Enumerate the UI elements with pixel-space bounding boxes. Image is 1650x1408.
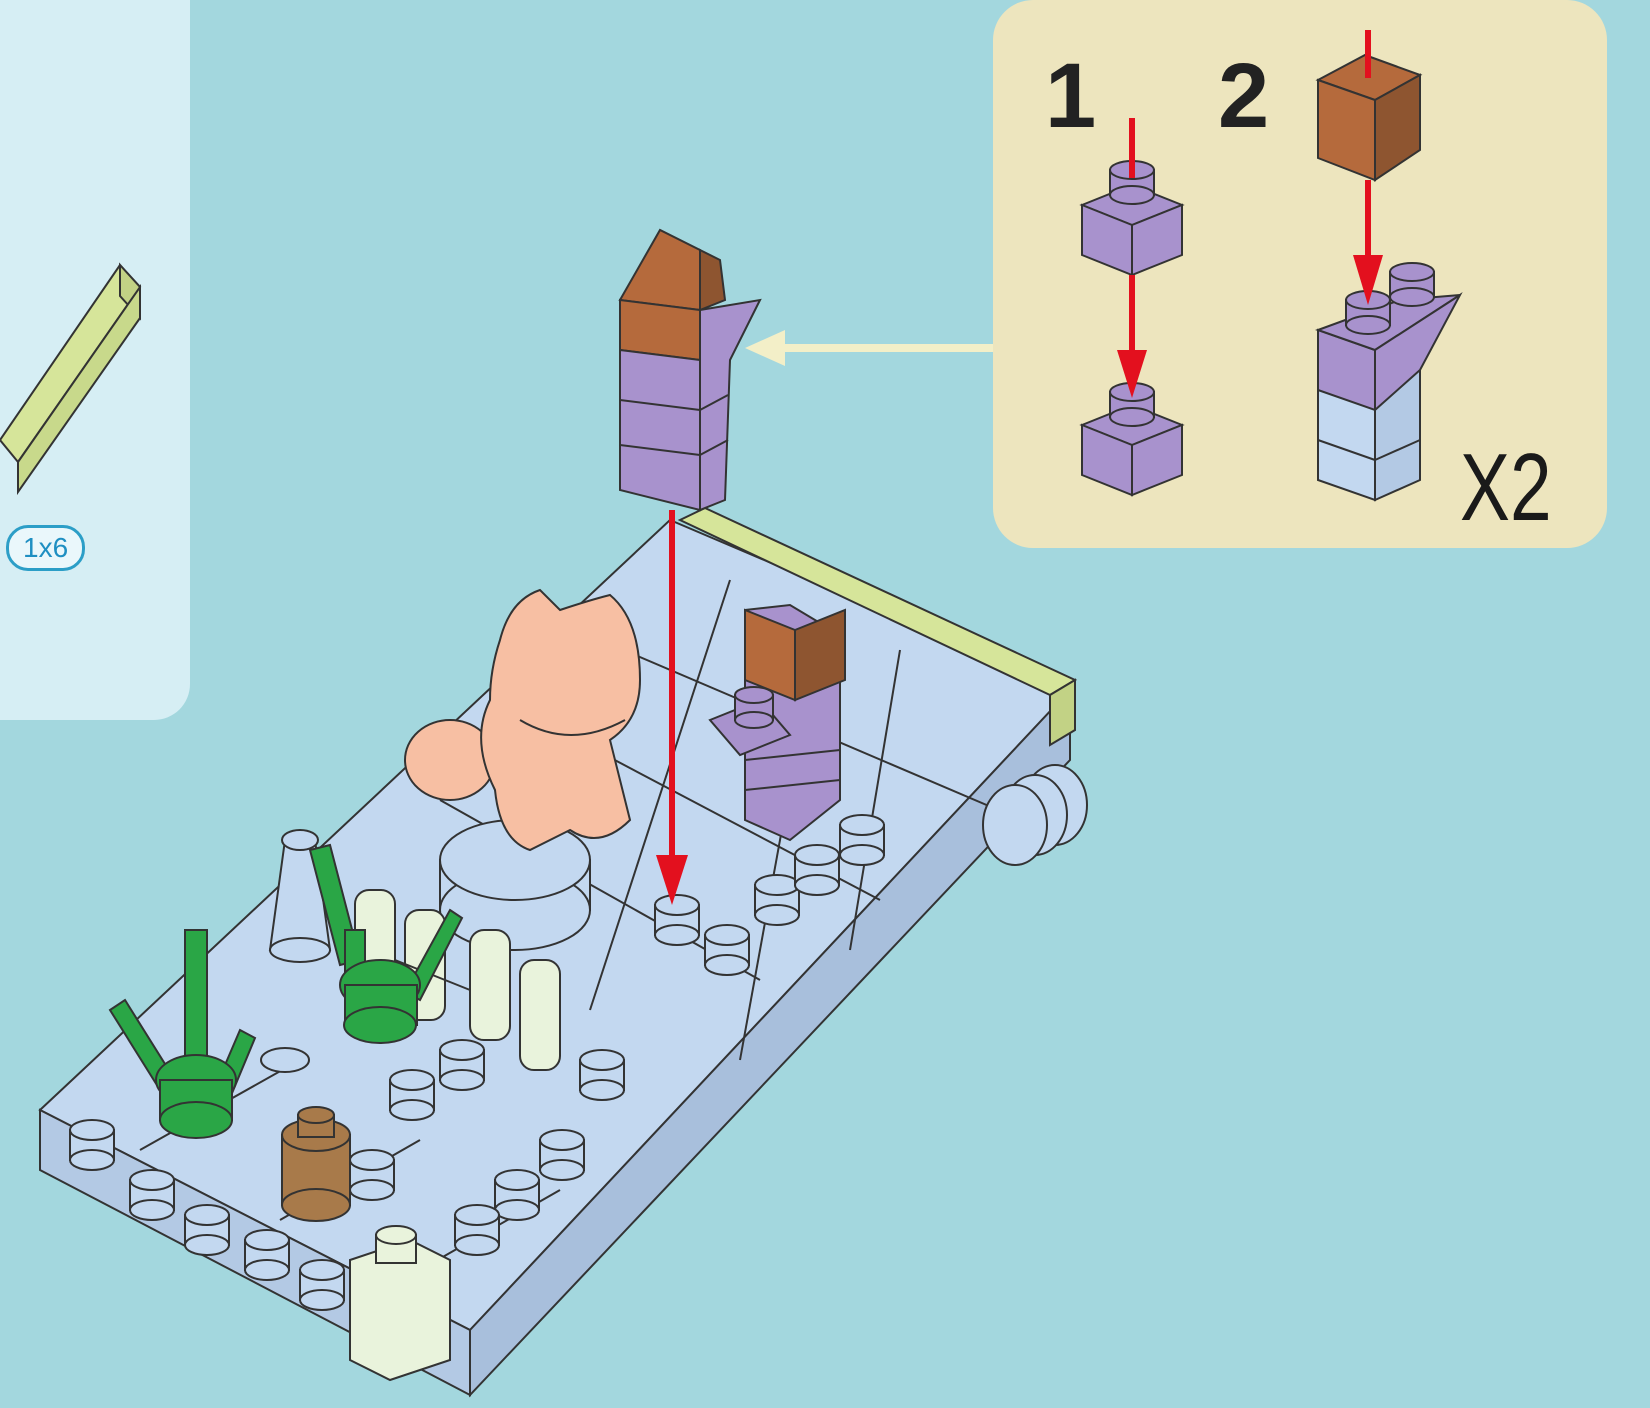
purple-floating-stack: [620, 230, 760, 510]
step2-assembly: [1318, 263, 1460, 500]
part-size-label: 1x6: [6, 525, 85, 571]
step-number-2: 2: [1218, 50, 1269, 142]
callout-arrow: [745, 330, 993, 366]
step1-top-brick: [1082, 161, 1182, 275]
brown-round-brick: [282, 1107, 350, 1221]
quantity-multiplier: X2: [1460, 440, 1552, 536]
lime-plate-part: [0, 265, 140, 492]
step1-bottom-brick: [1082, 383, 1182, 495]
step-number-1: 1: [1045, 50, 1096, 142]
